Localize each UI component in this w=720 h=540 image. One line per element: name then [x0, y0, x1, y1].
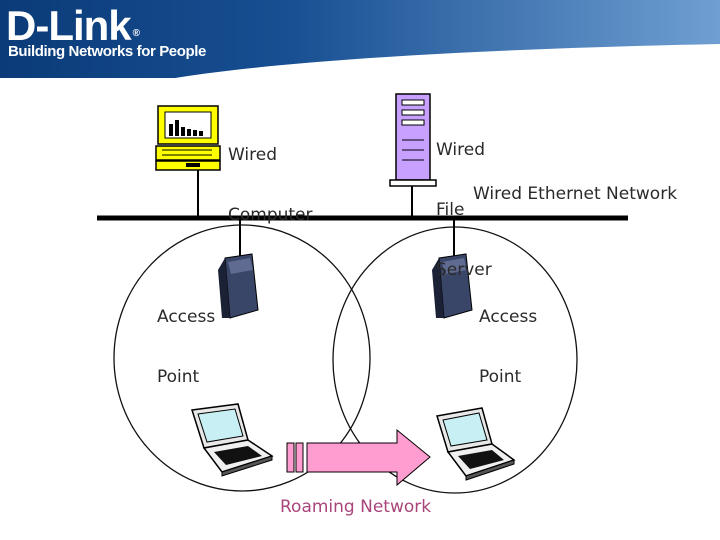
wired-computer-label-line1: Wired	[228, 145, 278, 165]
logo-wordmark: D-Link	[6, 2, 132, 49]
roaming-network-label: Roaming Network	[280, 497, 432, 517]
network-label: Wired Ethernet Network	[473, 184, 678, 204]
roaming-arrow-icon	[286, 428, 431, 487]
file-server-label-line2: File	[436, 200, 465, 220]
access-point-icon-right	[432, 253, 473, 319]
wired-computer-label: Wired Computer	[228, 105, 313, 265]
access-point-icon-left	[218, 253, 259, 319]
tower-server-icon	[389, 93, 437, 187]
file-server-label: Wired File Server	[436, 100, 492, 320]
header-banner	[0, 0, 720, 78]
access-point-left-label-line1: Access	[157, 307, 216, 327]
left-coverage-circle	[113, 224, 371, 492]
access-point-left-label: Access Point	[157, 267, 215, 427]
desktop-computer-icon	[155, 105, 221, 171]
logo: D-Link®	[6, 2, 140, 49]
file-server-label-line3: Server	[436, 260, 492, 280]
registered-mark: ®	[132, 28, 140, 39]
laptop-icon-right	[436, 407, 516, 481]
access-point-left-label-line2: Point	[157, 367, 200, 387]
access-point-right-label-line1: Access	[479, 307, 538, 327]
access-point-right-label: Access Point	[479, 267, 537, 427]
logo-tagline: Building Networks for People	[8, 43, 206, 60]
file-server-label-line1: Wired	[436, 140, 486, 160]
wired-computer-label-line2: Computer	[228, 205, 313, 225]
access-point-right-label-line2: Point	[479, 367, 522, 387]
laptop-icon-left	[191, 403, 274, 477]
